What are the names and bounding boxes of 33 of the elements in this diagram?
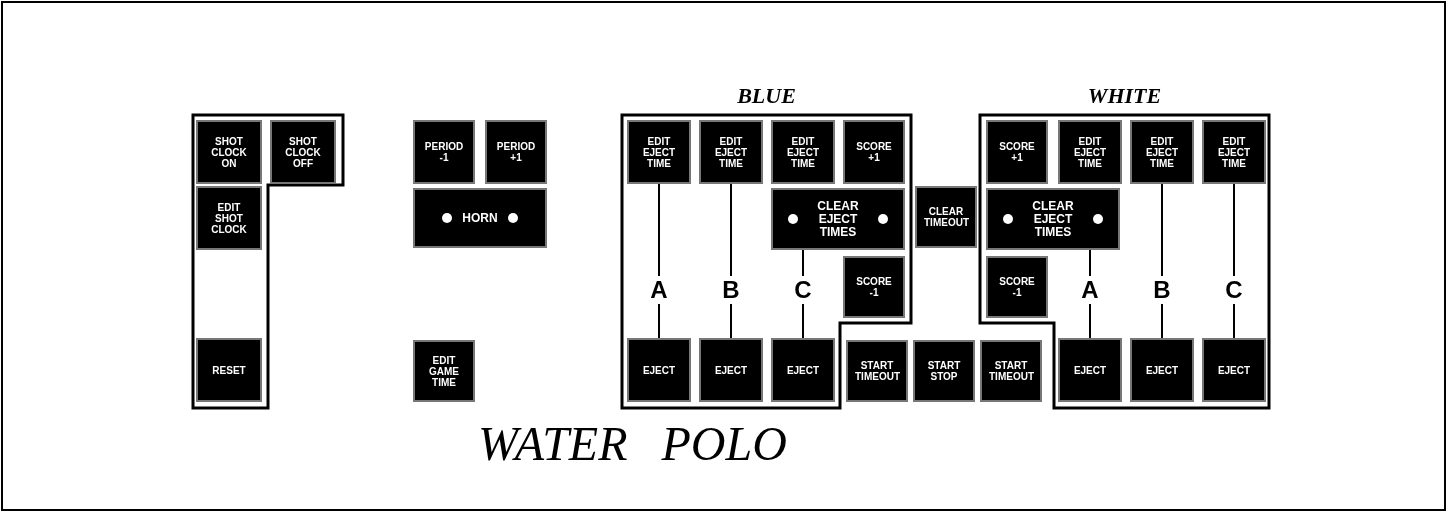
panel-button: EDIT EJECT TIME [1060,122,1120,182]
panel-button: START TIMEOUT [848,342,906,400]
panel-button: SCORE -1 [988,258,1046,316]
panel-button: EJECT [1060,340,1120,400]
panel-button: EJECT [1204,340,1264,400]
panel-button: SHOT CLOCK ON [198,122,260,182]
panel-button: PERIOD -1 [415,122,473,182]
panel-button: SCORE -1 [845,258,903,316]
panel-button: SCORE +1 [988,122,1046,182]
team-heading: BLUE [737,83,796,109]
panel-button: EDIT SHOT CLOCK [198,188,260,248]
panel-button: CLEAR EJECT TIMES [773,190,903,248]
panel-button: CLEAR TIMEOUT [917,188,975,246]
panel-button: START STOP [915,342,973,400]
panel-button: EDIT EJECT TIME [701,122,761,182]
panel-button: EDIT EJECT TIME [773,122,833,182]
panel-caption: WATER POLO [478,416,787,471]
panel-button: HORN [415,190,545,246]
team-heading: WHITE [1087,83,1162,109]
panel-button: SHOT CLOCK OFF [272,122,334,182]
panel-button: EJECT [1132,340,1192,400]
panel-button: EJECT [629,340,689,400]
panel-button: EDIT EJECT TIME [1204,122,1264,182]
panel-button: EJECT [773,340,833,400]
panel-button: SCORE +1 [845,122,903,182]
panel-button: RESET [198,340,260,400]
panel-button: CLEAR EJECT TIMES [988,190,1118,248]
panel-button: PERIOD +1 [487,122,545,182]
panel-button: EDIT EJECT TIME [629,122,689,182]
panel-button: EDIT GAME TIME [415,342,473,400]
panel-button: START TIMEOUT [982,342,1040,400]
panel-button: EDIT EJECT TIME [1132,122,1192,182]
panel-button: EJECT [701,340,761,400]
